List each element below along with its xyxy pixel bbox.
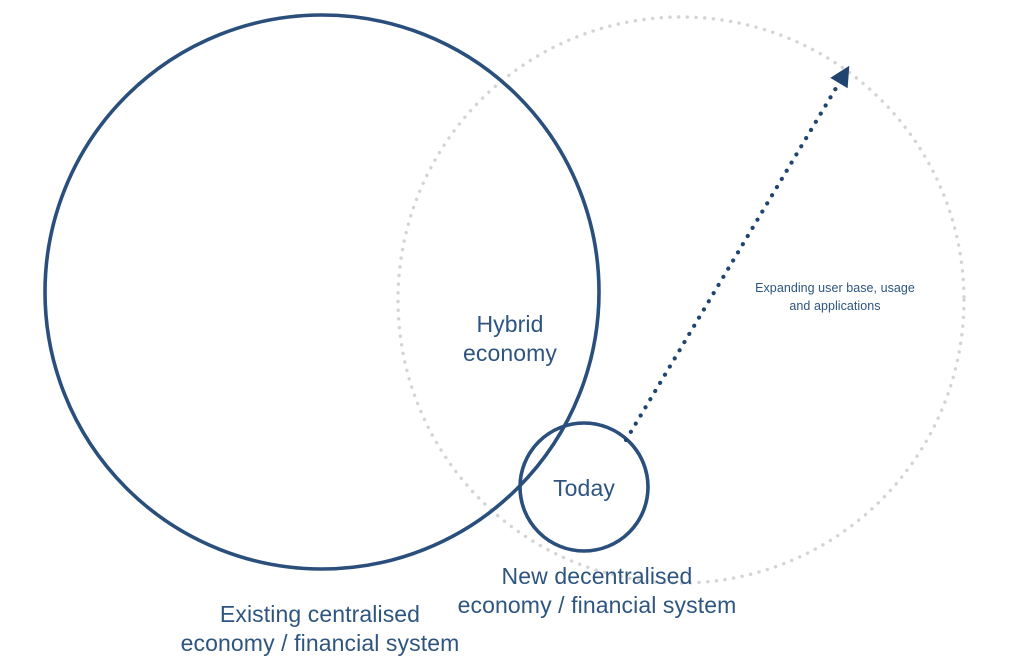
existing-economy-label: Existing centralised economy / financial… bbox=[180, 601, 460, 657]
today-label: Today bbox=[553, 475, 615, 501]
expanding-usage-annotation: Expanding user base, usage and applicati… bbox=[755, 281, 915, 313]
hybrid-economy-label: Hybrid economy bbox=[462, 311, 558, 367]
existing-economy-circle bbox=[43, 13, 601, 571]
growth-arrow bbox=[623, 65, 850, 443]
decentralised-economy-label: New decentralised economy / financial sy… bbox=[457, 563, 737, 619]
decentralised-economy-circle bbox=[396, 15, 966, 585]
today-circle bbox=[518, 421, 650, 553]
